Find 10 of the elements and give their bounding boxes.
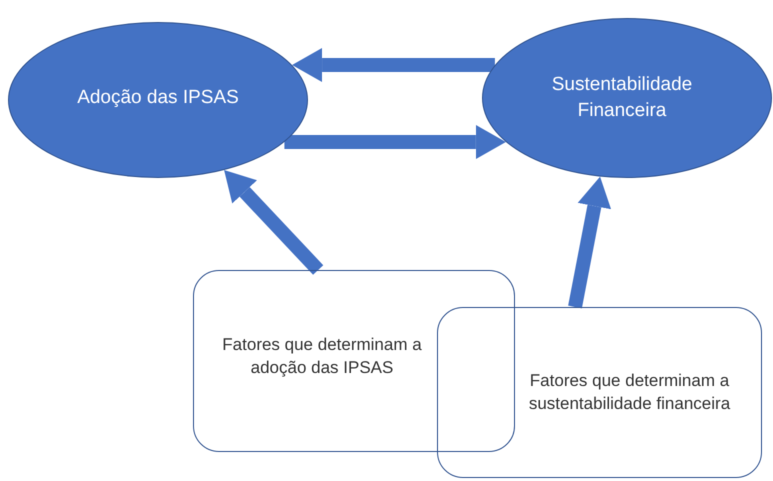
node-label: Fatores que determinam a sustentabilidade financeira [528, 370, 732, 414]
block-arrow [568, 176, 612, 308]
block-arrow [292, 48, 495, 82]
node-label: Adoção das IPSAS [76, 86, 240, 110]
block-arrow [284, 125, 506, 159]
block-arrow [224, 170, 324, 275]
node-label: Sustentabilidade Financeira [550, 73, 694, 123]
node-label: Fatores que determinam a adoção das IPSAS [221, 334, 423, 379]
rounded-box [193, 270, 515, 452]
rounded-box [437, 307, 762, 478]
